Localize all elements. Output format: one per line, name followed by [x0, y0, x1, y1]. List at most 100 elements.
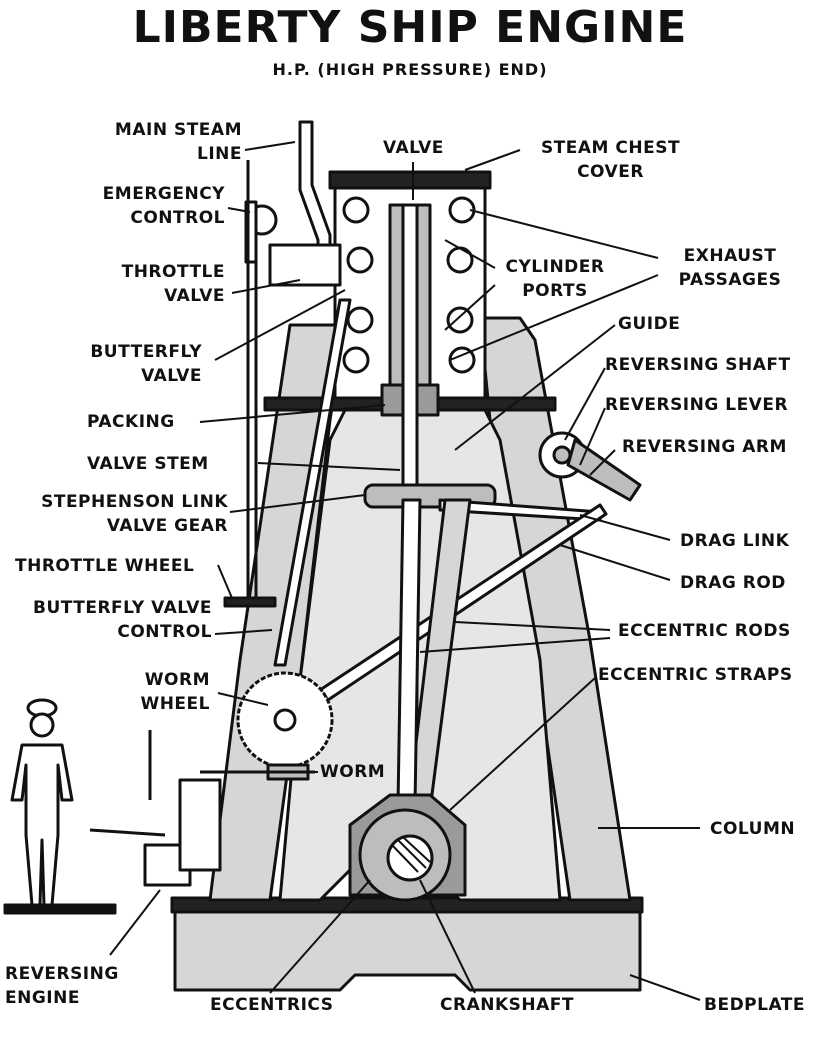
label-throttle-valve: THROTTLE VALVE	[122, 260, 225, 308]
label-line: PASSAGES	[678, 270, 782, 290]
diagram-subtitle: H.P. (HIGH PRESSURE) END)	[272, 60, 548, 79]
label-worm: WORM	[320, 762, 386, 782]
leader-exhaust-a	[469, 209, 659, 259]
label-line: ENGINE	[5, 988, 80, 1008]
leader-cylinder-b	[444, 284, 496, 331]
exhaust-port	[342, 346, 370, 374]
label-throttle-wheel: THROTTLE WHEEL	[15, 556, 195, 576]
label-crankshaft: CRANKSHAFT	[440, 995, 574, 1015]
leader-drag-rod	[559, 544, 671, 581]
leader-drag-link	[579, 514, 671, 541]
label-guide: GUIDE	[618, 314, 681, 334]
label-line: VALVE	[164, 286, 225, 306]
label-valve-stem: VALVE STEM	[87, 454, 209, 474]
label-line: CYLINDER	[505, 257, 605, 277]
leader-butterfly-control	[214, 629, 273, 635]
leader-butterfly	[214, 289, 346, 361]
label-line: THROTTLE	[121, 262, 225, 282]
label-main-steam-line: MAIN STEAM LINE	[115, 118, 242, 166]
label-eccentrics: ECCENTRICS	[210, 995, 334, 1015]
label-butterfly-valve-control: BUTTERFLY VALVE CONTROL	[33, 596, 212, 644]
label-line: LINE	[197, 144, 242, 164]
leader-cylinder-a	[444, 239, 496, 269]
crankshaft-hatching	[391, 837, 431, 873]
label-reversing-lever: REVERSING LEVER	[605, 395, 789, 415]
leader-eccentric-rods-a	[454, 621, 611, 631]
label-line: WHEEL	[140, 694, 210, 714]
label-reversing-arm: REVERSING ARM	[622, 437, 787, 457]
label-line: BUTTERFLY VALVE	[33, 598, 212, 618]
eccentric-rod-b	[396, 498, 422, 807]
cylinder-port	[346, 246, 374, 274]
throttle-valve-body	[268, 243, 342, 287]
cylinder-port	[446, 246, 474, 274]
diagram-title: LIBERTY SHIP ENGINE	[132, 2, 688, 53]
crankshaft	[386, 834, 434, 882]
emergency-control-rod	[244, 200, 258, 264]
leader-packing	[199, 404, 386, 423]
leader-eccentric-rods-b	[419, 637, 611, 653]
worm-wheel-hub	[273, 708, 297, 732]
label-eccentric-straps: ECCENTRIC STRAPS	[598, 665, 793, 685]
label-steam-chest-cover: STEAM CHEST COVER	[528, 136, 693, 184]
label-line: STEAM CHEST	[540, 138, 681, 158]
label-line: MAIN STEAM	[114, 120, 242, 140]
cylinder-port	[346, 306, 374, 334]
leader-stephenson	[229, 494, 366, 513]
label-emergency-control: EMERGENCY CONTROL	[103, 182, 225, 230]
label-drag-rod: DRAG ROD	[680, 573, 786, 593]
label-column: COLUMN	[710, 819, 796, 839]
leader-crankshaft	[419, 879, 476, 994]
leader-steam-chest	[464, 149, 521, 171]
leader-eccentrics	[269, 879, 371, 994]
label-line: PORTS	[522, 281, 588, 301]
leader-exhaust-b	[449, 274, 659, 361]
reversing-lever	[566, 438, 642, 502]
label-line: VALVE	[141, 366, 202, 386]
label-line: WORM	[144, 670, 210, 690]
leader-throttle-wheel	[217, 564, 233, 599]
sailor-figure	[3, 698, 117, 915]
label-line: STEPHENSON LINK	[41, 492, 228, 512]
label-line: EXHAUST	[683, 246, 777, 266]
leader-worm-wheel	[217, 692, 269, 706]
leader-valve-stem	[257, 462, 401, 471]
leader-throttle-valve	[231, 279, 301, 294]
label-line: BUTTERFLY	[90, 342, 202, 362]
reversing-engine-lever	[89, 828, 166, 837]
label-butterfly-valve: BUTTERFLY VALVE	[90, 340, 202, 388]
label-reversing-engine: REVERSING ENGINE	[5, 962, 119, 1010]
leader-eccentric-straps	[449, 677, 596, 811]
label-bedplate: BEDPLATE	[704, 995, 806, 1015]
leader-main-steam	[244, 141, 296, 151]
throttle-wheel	[223, 596, 277, 608]
steam-chest-cover	[328, 170, 492, 190]
leader-reversing-engine	[109, 889, 161, 956]
cylinder-port	[446, 306, 474, 334]
exhaust-port	[342, 196, 370, 224]
label-drag-link: DRAG LINK	[680, 531, 790, 551]
label-line: EMERGENCY	[102, 184, 225, 204]
label-line: COVER	[577, 162, 644, 182]
reversing-engine-valve	[178, 778, 222, 872]
label-line: CONTROL	[130, 208, 225, 228]
butterfly-control-rod	[273, 298, 352, 667]
label-reversing-shaft: REVERSING SHAFT	[605, 355, 791, 375]
label-line: CONTROL	[117, 622, 212, 642]
label-eccentric-rods: ECCENTRIC RODS	[618, 621, 791, 641]
label-cylinder-ports: CYLINDER PORTS	[495, 255, 615, 303]
label-line: REVERSING	[5, 964, 119, 984]
leader-bedplate	[629, 974, 701, 1001]
leader-guide	[454, 324, 616, 451]
label-worm-wheel: WORM WHEEL	[140, 668, 210, 716]
label-line: VALVE GEAR	[106, 516, 228, 536]
label-stephenson-link: STEPHENSON LINK VALVE GEAR	[41, 490, 228, 538]
leader-reversing-arm	[589, 449, 616, 476]
leader-reversing-shaft	[564, 367, 606, 441]
label-valve: VALVE	[383, 138, 444, 158]
label-exhaust-passages: EXHAUST PASSAGES	[665, 244, 795, 292]
label-packing: PACKING	[87, 412, 175, 432]
leader-lines	[109, 141, 701, 1001]
